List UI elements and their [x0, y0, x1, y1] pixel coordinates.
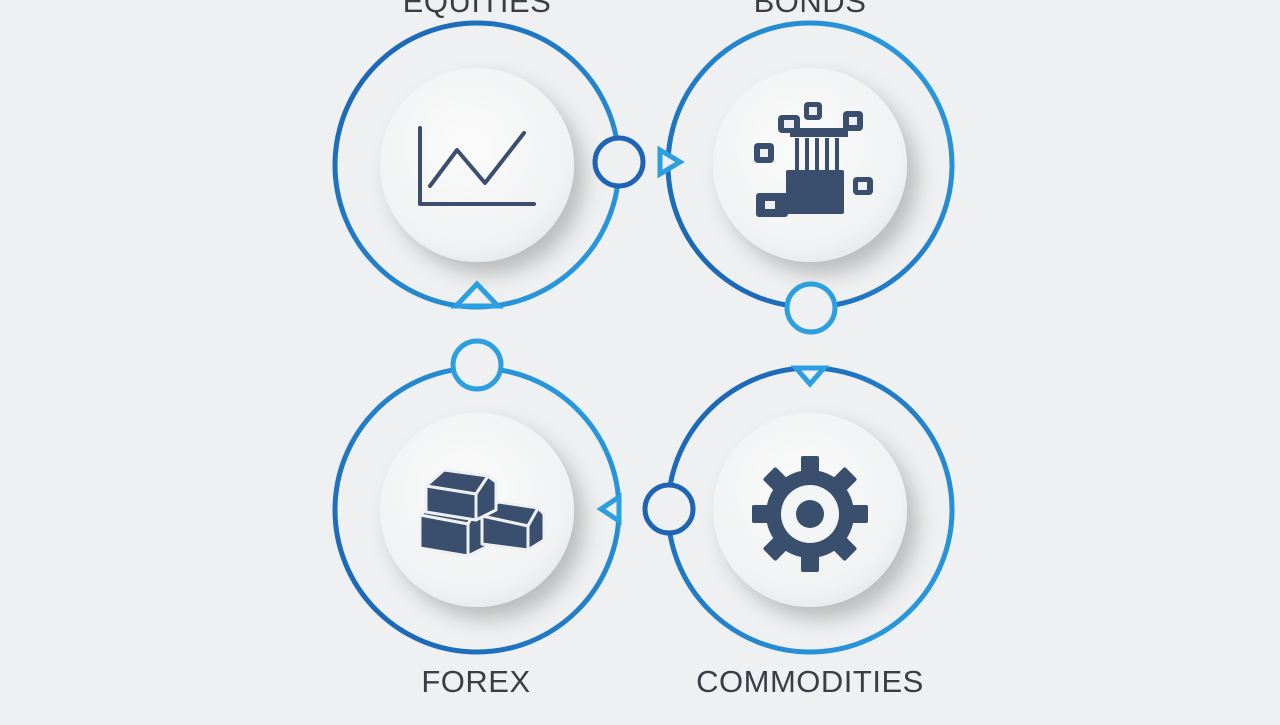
node-bonds	[665, 20, 955, 310]
label-bonds: BONDS	[753, 0, 867, 19]
gear-icon	[752, 456, 868, 572]
connector-dot-forex-equities	[450, 338, 504, 392]
node-forex	[332, 365, 622, 655]
connector-dot-bonds-commodities	[784, 281, 838, 335]
classical-building-icon	[754, 102, 873, 217]
label-forex: FOREX	[421, 664, 531, 699]
line-chart-icon	[418, 126, 536, 206]
label-commodities: COMMODITIES	[696, 664, 924, 699]
connector-dot-equities-bonds	[592, 135, 646, 189]
node-commodities	[665, 365, 955, 655]
connector-notch-forex	[596, 492, 622, 526]
gold-bars-icon	[418, 468, 546, 558]
bonds-disc	[713, 68, 907, 262]
connectors	[450, 135, 838, 536]
connector-notch-commodities	[790, 365, 830, 388]
node-equities	[332, 20, 622, 310]
equities-disc	[380, 68, 574, 262]
connector-notch-bonds	[657, 145, 685, 179]
connector-notch-equities	[450, 280, 504, 309]
connector-dot-commodities-forex	[642, 482, 696, 536]
label-equities: EQUITIES	[402, 0, 552, 19]
